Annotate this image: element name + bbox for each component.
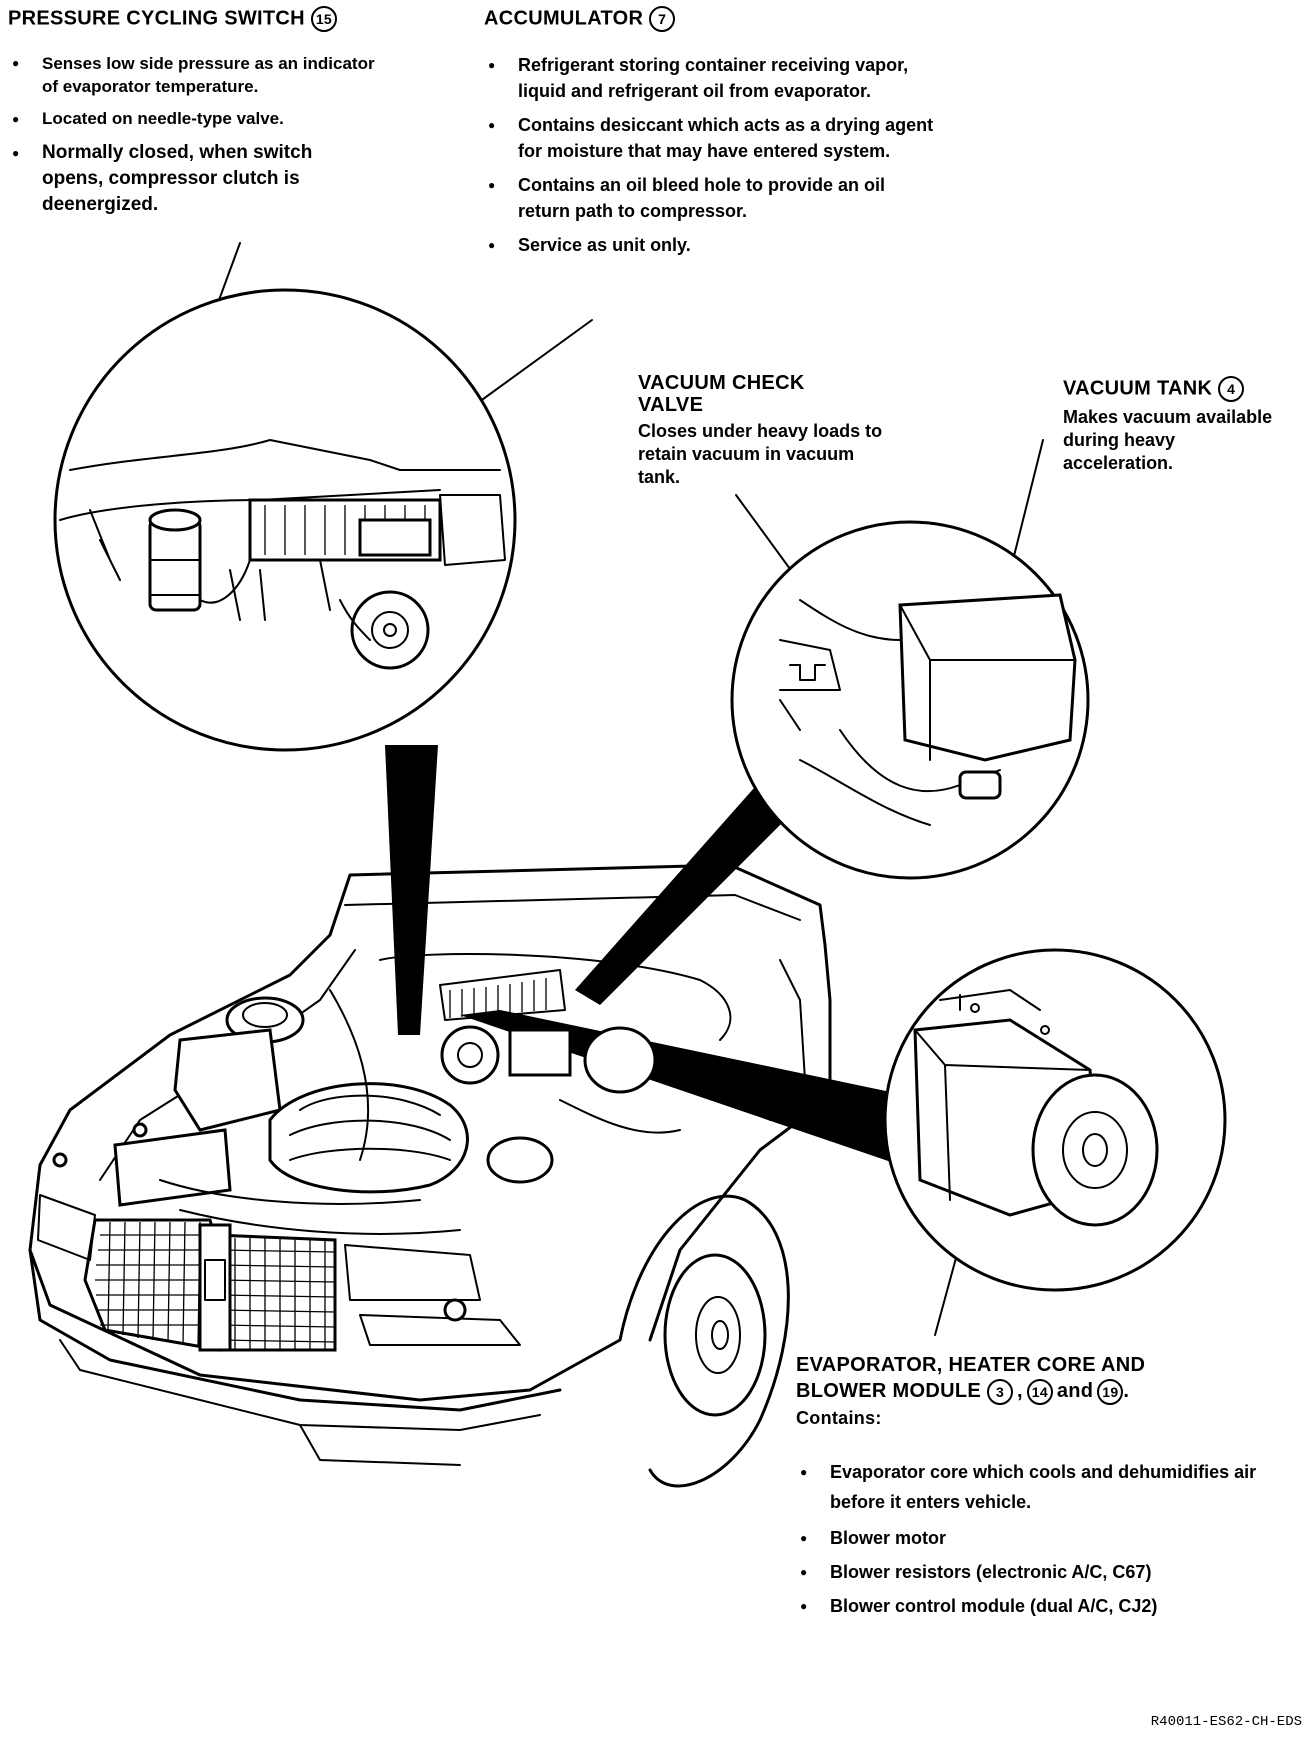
- evaporator-title-line2-text: BLOWER MODULE: [796, 1380, 981, 1402]
- list-item: Contains desiccant which acts as a dryin…: [484, 112, 934, 164]
- detail-circle-vacuum: [730, 520, 1090, 880]
- list-item: Normally closed, when switch opens, comp…: [8, 140, 378, 218]
- ref-19-badge: 19: [1097, 1378, 1124, 1405]
- detail-circle-accumulator: [53, 288, 517, 752]
- evaporator-contains: Contains:: [796, 1407, 882, 1428]
- list-item: Senses low side pressure as an indicator…: [8, 52, 378, 98]
- accumulator-title-text: ACCUMULATOR: [484, 7, 644, 30]
- evaporator-title-line1: EVAPORATOR, HEATER CORE AND: [796, 1354, 1146, 1376]
- ref-14-badge: 14: [1026, 1378, 1053, 1405]
- list-item: Blower control module (dual A/C, CJ2): [796, 1593, 1296, 1619]
- callout-wedge-left: [385, 745, 438, 1035]
- vacuum-check-valve-title-line2: VALVE: [638, 394, 704, 416]
- vacuum-tank-title-text: VACUUM TANK: [1063, 377, 1213, 400]
- ref-15-badge: 15: [310, 6, 337, 32]
- figure-code: R40011-ES62-CH-EDS: [1150, 1714, 1302, 1730]
- list-item: Contains an oil bleed hole to provide an…: [484, 172, 934, 224]
- detail-circle-evaporator: [883, 948, 1227, 1292]
- evaporator-list: Evaporator core which cools and dehumidi…: [796, 1457, 1296, 1619]
- callout-wedge-right: [575, 770, 800, 1005]
- pressure-switch-list: Senses low side pressure as an indicator…: [8, 52, 378, 218]
- evaporator-sep1: ,: [1017, 1380, 1023, 1402]
- evaporator-block: EVAPORATOR, HEATER CORE AND BLOWER MODUL…: [796, 1352, 1296, 1627]
- list-item: Service as unit only.: [484, 232, 934, 258]
- ref-4-badge: 4: [1218, 376, 1245, 402]
- vacuum-check-valve-block: VACUUM CHECK VALVE Closes under heavy lo…: [638, 372, 908, 489]
- list-item: Blower resistors (electronic A/C, C67): [796, 1559, 1296, 1585]
- ref-3-badge: 3: [987, 1378, 1013, 1405]
- list-item: Evaporator core which cools and dehumidi…: [796, 1457, 1296, 1517]
- accumulator-list: Refrigerant storing container receiving …: [484, 52, 934, 258]
- list-item: Blower motor: [796, 1525, 1296, 1551]
- car-body: [28, 863, 832, 1488]
- pressure-switch-title-text: PRESSURE CYCLING SWITCH: [8, 7, 305, 30]
- vacuum-check-valve-title-line1: VACUUM CHECK: [638, 372, 805, 394]
- list-item: Located on needle-type valve.: [8, 106, 378, 132]
- evaporator-sep2: and: [1056, 1380, 1094, 1402]
- list-item: Refrigerant storing container receiving …: [484, 52, 934, 104]
- vacuum-tank-desc: Makes vacuum available during heavy acce…: [1063, 407, 1273, 473]
- evaporator-title: EVAPORATOR, HEATER CORE AND BLOWER MODUL…: [796, 1352, 1296, 1431]
- ref-7-badge: 7: [649, 6, 676, 32]
- evaporator-end: .: [1123, 1380, 1130, 1402]
- vacuum-check-valve-title: VACUUM CHECK VALVE: [638, 372, 908, 416]
- vacuum-check-valve-desc: Closes under heavy loads to retain vacuu…: [638, 421, 883, 487]
